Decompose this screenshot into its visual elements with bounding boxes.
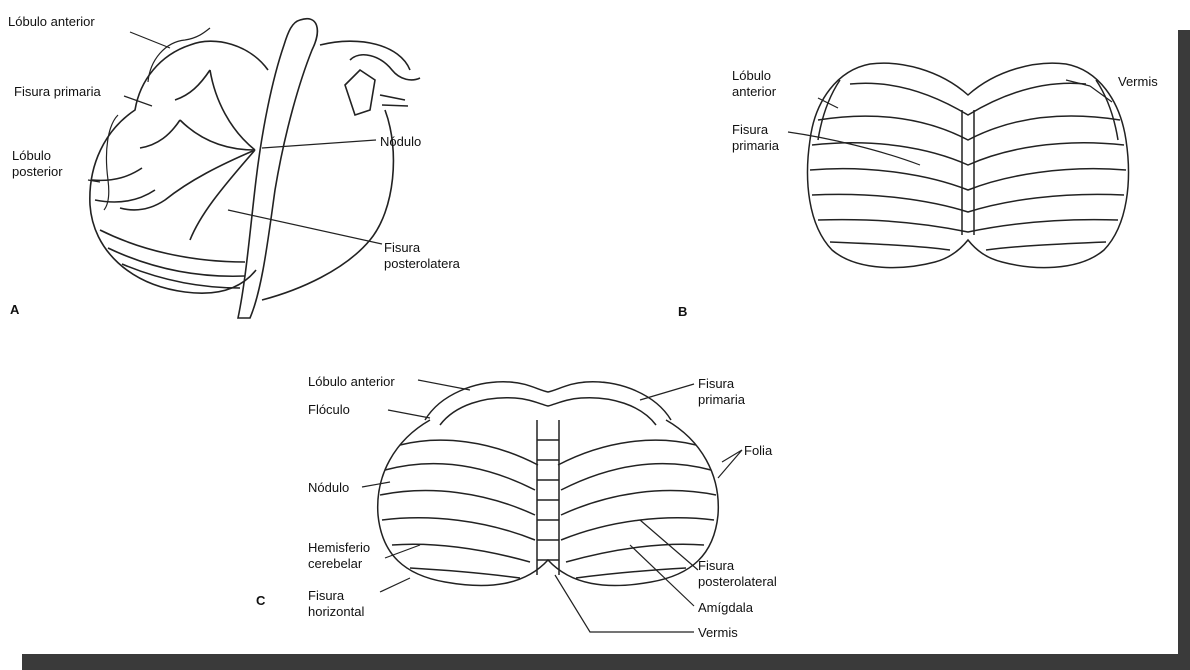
label-nodulo-a: Nódulo bbox=[380, 134, 421, 149]
label-nodulo-c: Nódulo bbox=[308, 480, 349, 495]
label-lobulo-posterior-a-line2: posterior bbox=[12, 164, 63, 179]
label-lobulo-anterior-a: Lóbulo anterior bbox=[8, 14, 95, 29]
label-fisura-primaria-c-line2: primaria bbox=[698, 392, 746, 407]
label-fisura-posterolatera-a-line2: posterolatera bbox=[384, 256, 461, 271]
label-amigdala-c: Amígdala bbox=[698, 600, 754, 615]
label-hemisferio-c-line2: cerebelar bbox=[308, 556, 363, 571]
label-fisura-posterolateral-c-line2: posterolateral bbox=[698, 574, 777, 589]
label-fisura-horizontal-c-line2: horizontal bbox=[308, 604, 364, 619]
panel-c-leaders bbox=[362, 380, 742, 632]
label-fisura-posterolatera-a-line1: Fisura bbox=[384, 240, 421, 255]
label-folia-c: Folia bbox=[744, 443, 773, 458]
panel-c-illustration bbox=[378, 382, 719, 586]
panel-letter-a: A bbox=[10, 302, 20, 317]
panel-b-labels: Lóbulo anterior Fisura primaria Vermis B bbox=[678, 68, 1158, 319]
label-fisura-horizontal-c-line1: Fisura bbox=[308, 588, 345, 603]
panel-a-illustration bbox=[90, 19, 420, 318]
label-lobulo-anterior-c: Lóbulo anterior bbox=[308, 374, 395, 389]
label-fisura-primaria-c-line1: Fisura bbox=[698, 376, 735, 391]
label-vermis-c: Vermis bbox=[698, 625, 738, 640]
panel-letter-c: C bbox=[256, 593, 266, 608]
label-fisura-primaria-a: Fisura primaria bbox=[14, 84, 101, 99]
panel-a-leaders bbox=[88, 28, 382, 244]
label-hemisferio-c-line1: Hemisferio bbox=[308, 540, 370, 555]
label-floculo-c: Flóculo bbox=[308, 402, 350, 417]
label-vermis-b: Vermis bbox=[1118, 74, 1158, 89]
label-fisura-posterolateral-c-line1: Fisura bbox=[698, 558, 735, 573]
panel-b-illustration bbox=[808, 63, 1129, 267]
label-lobulo-anterior-b-line2: anterior bbox=[732, 84, 777, 99]
label-fisura-primaria-b-line1: Fisura bbox=[732, 122, 769, 137]
label-lobulo-posterior-a-line1: Lóbulo bbox=[12, 148, 51, 163]
label-lobulo-anterior-b-line1: Lóbulo bbox=[732, 68, 771, 83]
panel-letter-b: B bbox=[678, 304, 687, 319]
panel-b-leaders bbox=[788, 80, 1112, 165]
label-fisura-primaria-b-line2: primaria bbox=[732, 138, 780, 153]
